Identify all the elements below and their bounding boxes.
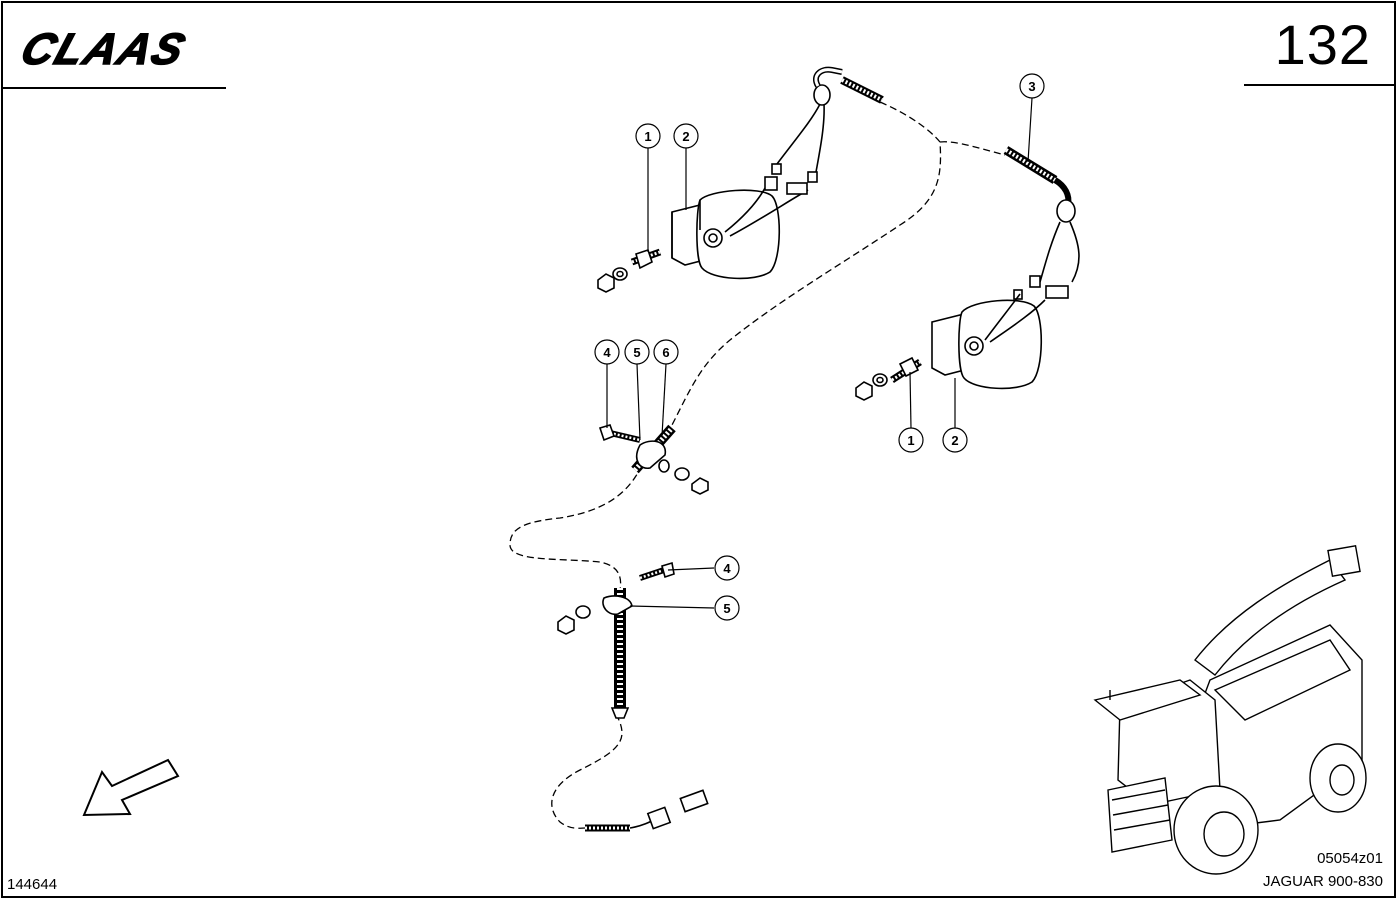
clamp-assembly-middle [598,424,709,495]
sensor-assembly-right [855,146,1080,401]
svg-text:2: 2 [682,129,689,144]
callout-4-lower: 4 [714,555,740,581]
document-number: 144644 [7,876,58,893]
callout-1-right: 1 [898,427,924,453]
callout-5-middle: 5 [624,339,650,365]
svg-text:1: 1 [644,129,651,144]
callout-2-top: 2 [673,123,699,149]
svg-text:2: 2 [951,433,958,448]
svg-text:5: 5 [633,345,640,360]
callout-6: 6 [653,339,679,365]
svg-text:4: 4 [723,561,731,576]
callout-5-lower: 5 [714,595,740,621]
callout-leaders [606,97,1033,609]
svg-text:6: 6 [662,345,669,360]
svg-text:4: 4 [603,345,611,360]
sensor-assembly-upper-left [597,66,884,293]
model-label: JAGUAR 900-830 [1262,873,1383,890]
forage-harvester-icon [1093,544,1367,875]
svg-text:5: 5 [723,601,730,616]
cable-runs [509,101,1006,829]
drawing-code: 05054z01 [1317,850,1383,867]
svg-text:CLAAS: CLAAS [15,24,193,74]
page-number: 132 [1274,13,1371,76]
arrow-down-left-icon [82,758,180,817]
callout-4-middle: 4 [594,339,620,365]
callout-3: 3 [1019,73,1045,99]
svg-text:3: 3 [1028,79,1035,94]
callout-1-top: 1 [635,123,661,149]
clamp-assembly-lower [557,561,709,832]
claas-logo: CLAAS [14,23,193,74]
svg-text:1: 1 [907,433,914,448]
callout-2-right: 2 [942,427,968,453]
